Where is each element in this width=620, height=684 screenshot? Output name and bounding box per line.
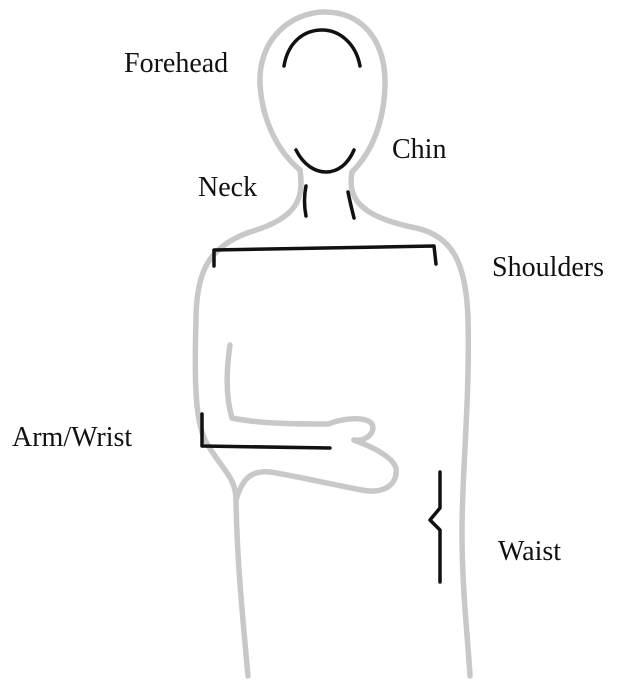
label-neck: Neck — [198, 172, 257, 203]
waist-mark — [430, 472, 440, 582]
head-outline — [260, 12, 385, 172]
shoulders-mark — [214, 246, 436, 266]
chin-mark — [296, 150, 354, 172]
labels: Forehead Chin Neck Shoulders Arm/Wrist W… — [12, 48, 604, 567]
label-forehead: Forehead — [124, 48, 228, 79]
inner-arm-outline — [227, 345, 373, 440]
label-arm-wrist: Arm/Wrist — [12, 422, 132, 453]
forehead-mark — [284, 30, 360, 66]
label-waist: Waist — [498, 536, 561, 567]
neck-mark-left — [305, 186, 307, 216]
label-shoulders: Shoulders — [492, 252, 604, 283]
body-silhouette — [195, 12, 470, 676]
label-chin: Chin — [392, 134, 446, 165]
arm-wrist-mark — [202, 414, 330, 448]
